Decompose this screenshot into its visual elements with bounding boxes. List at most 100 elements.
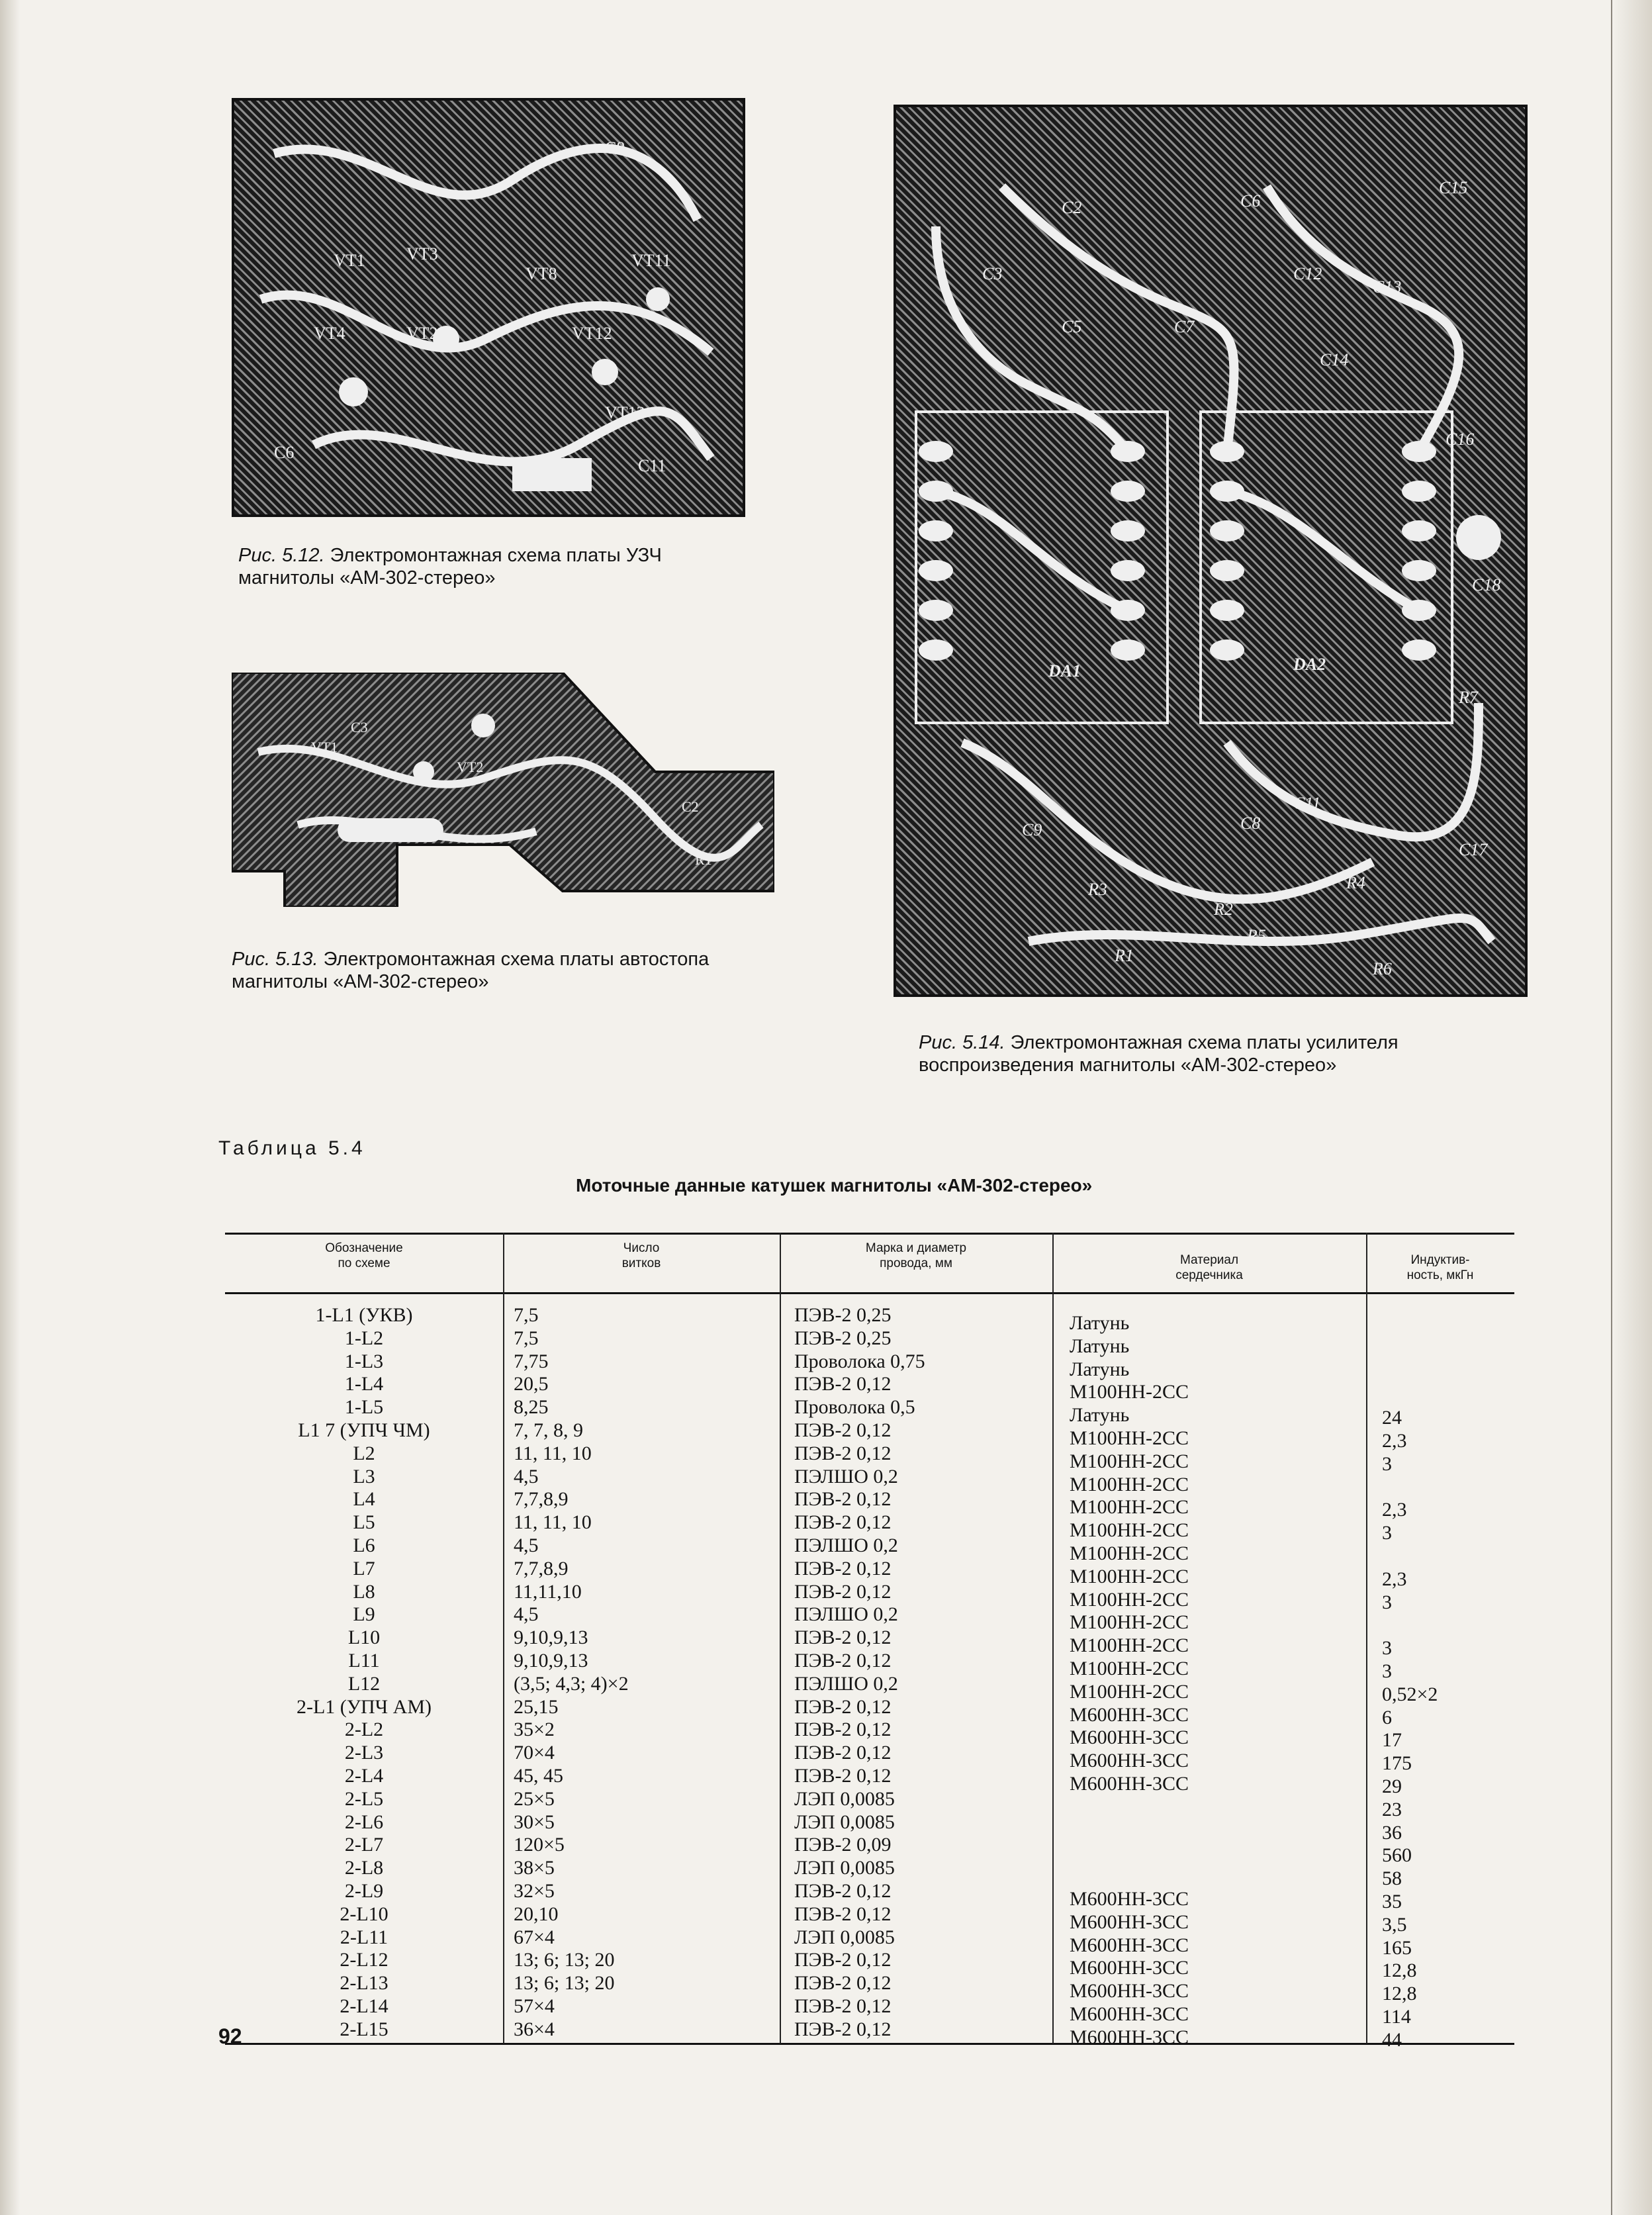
table-cell-wire: ПЭВ-2 0,12 [794,1649,892,1672]
table-cell-turns: 13; 6; 13; 20 [514,1972,615,1995]
table-cell-turns: 70×4 [514,1742,555,1764]
table-cell-core: М100НН-2СС [1070,1657,1189,1679]
label-c13-amp: C13 [1373,277,1401,297]
caption-ref: Рис. 5.12. [238,545,325,566]
table-cell-core: Латунь [1070,1312,1130,1334]
label-vt8: VT8 [526,264,557,283]
page-number: 92 [218,2024,242,2048]
table-rule-bottom [225,2043,1514,2045]
table-rule-top [225,1233,1514,1235]
table-cell-wire: ПЭВ-2 0,12 [794,1695,892,1718]
table-cell-inductance: 3 [1382,1522,1392,1544]
label-r5-amp: R5 [1246,926,1266,945]
label-c8-amp: C8 [1240,814,1260,833]
table-cell-inductance [1382,1384,1508,1407]
table-cell-wire: ПЭВ-2 0,12 [794,1972,892,1995]
table-cell-designation: 2-L8 [344,1857,384,1879]
table-cell-designation: L3 [353,1465,375,1487]
table-cell-core: М100НН-2СС [1070,1427,1189,1449]
table-cell-turns: 4,5 [514,1465,539,1487]
table-cell-inductance: 17 [1382,1729,1402,1752]
table-cell-turns: 11, 11, 10 [514,1511,592,1534]
table-cell-core: М100НН-2СС [1070,1450,1189,1472]
table-cell-designation: 1-L1 (УКВ) [315,1304,413,1326]
table-cell-core: М100НН-2СС [1070,1611,1189,1634]
caption-fig-5-14: Рис. 5.14. Электромонтажная схема платы … [919,1031,1399,1076]
table-cell-inductance: 24 [1382,1407,1402,1429]
caption-text-line2: магнитолы «АМ-302-стерео» [232,971,489,992]
table-cell-turns: 35×2 [514,1719,555,1741]
table-cell-designation: L9 [353,1603,375,1626]
caption-text: Электромонтажная схема платы автостопа [323,949,710,970]
table-cell-designation: 2-L11 [340,1926,389,1948]
caption-fig-5-12: Рис. 5.12. Электромонтажная схема платы … [238,544,662,589]
table-cell-turns: 11, 11, 10 [514,1442,592,1464]
table-cell-core: М100НН-2СС [1070,1496,1189,1519]
table-cell-inductance: 36 [1382,1821,1402,1844]
caption-fig-5-13: Рис. 5.13. Электромонтажная схема платы … [232,948,709,993]
label-r1-amp: R1 [1114,946,1134,965]
table-cell-inductance: 29 [1382,1775,1402,1797]
table-cell-inductance [1382,1315,1508,1338]
label-c2-amp: C2 [1062,198,1081,217]
table-cell-wire: ПЭВ-2 0,12 [794,1626,892,1649]
label-c5-amp: C5 [1062,317,1081,336]
table-cell-wire: ПЭВ-2 0,12 [794,1557,892,1579]
label-vt2-autostop: VT2 [457,759,483,775]
table-cell-core: М600НН-3СС [1070,2003,1189,2025]
table-cell-wire: ПЭЛШО 0,2 [794,1534,898,1556]
caption-ref: Рис. 5.14. [919,1032,1005,1053]
table-cell-designation: 2-L15 [340,2018,389,2040]
table-cell-core: М600НН-3СС [1070,1957,1189,1979]
table-cell-core: М600НН-3СС [1070,1726,1189,1749]
label-vt3: VT3 [406,244,438,263]
table-cell-inductance: 2,3 [1382,1429,1407,1452]
table-cell-turns: 30×5 [514,1811,555,1833]
caption-ref: Рис. 5.13. [232,949,318,970]
label-c18-amp: C18 [1472,575,1500,594]
table-cell-turns: 9,10,9,13 [514,1649,588,1672]
table-cell-core: М100НН-2СС [1070,1565,1189,1587]
table-cell-inductance: 6 [1382,1706,1392,1728]
table-cell-core: М100НН-2СС [1070,1542,1189,1564]
table-cell-inductance: 175 [1382,1752,1412,1775]
table-cell-wire: ПЭВ-2 0,12 [794,1511,892,1534]
table-cell-turns: 45, 45 [514,1764,563,1787]
table-cell-designation: 1-L4 [344,1373,384,1395]
table-rule-header [225,1292,1514,1294]
table-cell-inductance [1382,1614,1508,1637]
label-vt13: VT13 [605,403,645,422]
table-cell-inductance: 560 [1382,1844,1412,1867]
label-vt4: VT4 [314,324,345,343]
label-c7-amp: C7 [1174,317,1195,336]
table-cell-designation: L4 [353,1488,375,1511]
table-cell-core: М100НН-2СС [1070,1473,1189,1495]
table-cell-turns: 25,15 [514,1695,559,1718]
table-cell-turns: 7,7,8,9 [514,1557,569,1579]
table-cell-wire: ПЭВ-2 0,12 [794,1419,892,1441]
table-cell-designation: L7 [353,1557,375,1579]
page-shadow-left [0,0,20,2215]
table-cell-wire: ПЭЛШО 0,2 [794,1465,898,1487]
label-c6-amp: C6 [1240,191,1260,211]
table-cell-core: М100НН-2СС [1070,1381,1189,1403]
table-cell-inductance: 2,3 [1382,1568,1407,1590]
table-cell-designation: L6 [353,1534,375,1556]
table-cell-turns: 13; 6; 13; 20 [514,1949,615,1971]
table-cell-designation: L12 [347,1672,381,1695]
table-cell-inductance: 2,3 [1382,1499,1407,1521]
table-cell-designation: L10 [347,1626,381,1649]
label-vt2: VT2 [406,324,438,343]
table-cell-turns: 11,11,10 [514,1580,582,1603]
table-cell-core: М600НН-3СС [1070,1772,1189,1795]
table-column-divider [1366,1233,1367,2044]
table-cell-inductance: 3,5 [1382,1913,1407,1936]
table-cell-turns: 7,7,8,9 [514,1488,569,1511]
table-cell-turns: 32×5 [514,1879,555,1902]
caption-text-line2: магнитолы «АМ-302-стерео» [238,567,496,589]
table-cell-core: М100НН-2СС [1070,1588,1189,1611]
